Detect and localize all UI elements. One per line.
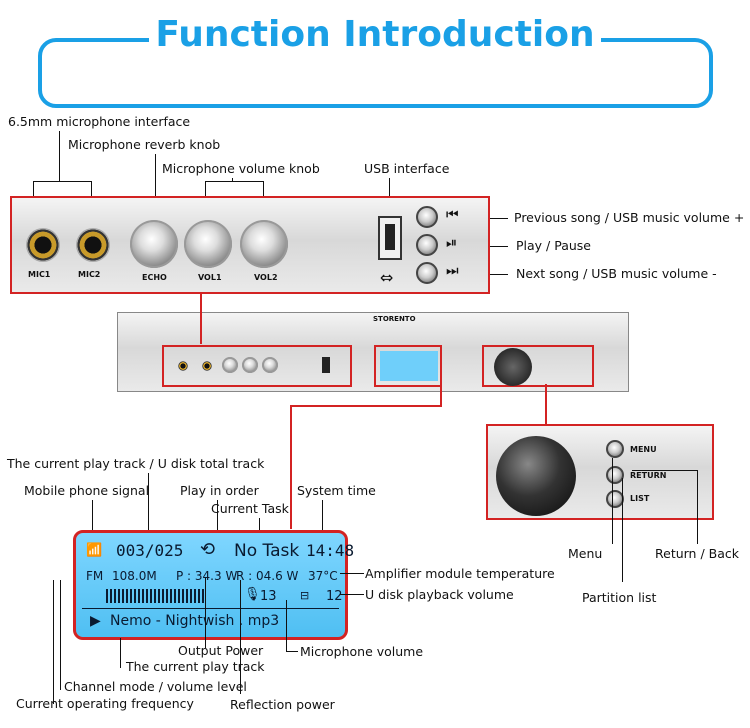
callout-current-task: Current Task: [211, 501, 289, 516]
callout-mic-volume: Microphone volume: [300, 644, 424, 659]
track-counter: 003/025: [116, 541, 184, 560]
callout-frequency: Current operating frequency: [16, 696, 194, 711]
callout-usb: USB interface: [364, 161, 450, 176]
callout-track-total: The current play track / U disk total tr…: [7, 456, 265, 471]
callout-reflection: Reflection power: [230, 697, 335, 712]
next-icon: ⏭: [446, 263, 459, 279]
amp-temperature: 37°C: [308, 569, 338, 583]
callout-reverb-knob: Microphone reverb knob: [68, 137, 221, 152]
callout-output-power: Output Power: [178, 643, 264, 658]
callout-channel-mode: Channel mode / volume level: [64, 679, 247, 694]
list-label: LIST: [630, 494, 650, 503]
current-task: No Task: [234, 541, 300, 561]
vol1-label: VOL1: [198, 273, 222, 282]
play-button[interactable]: [416, 234, 438, 256]
play-icon: ⏯: [446, 235, 458, 251]
volume-level-bars: [106, 589, 206, 603]
device-lcd-section: [374, 345, 442, 387]
prev-button[interactable]: [416, 206, 438, 228]
callout-usb-volume: U disk playback volume: [365, 587, 514, 602]
device-menu-section: [482, 345, 594, 387]
prev-icon: ⏮: [446, 207, 459, 223]
menu-label: MENU: [630, 445, 657, 454]
song-name: Nemo - Nightwish . mp3: [110, 613, 280, 629]
device-front: STORENTO: [117, 312, 629, 392]
usb-port[interactable]: [378, 216, 402, 260]
callout-signal: Mobile phone signal: [24, 483, 150, 498]
callout-amp-temp: Amplifier module temperature: [365, 566, 555, 581]
output-power: P : 34.3 W: [176, 569, 238, 583]
channel-mode: FM: [86, 569, 104, 583]
mic1-jack[interactable]: [26, 228, 60, 262]
main-knob[interactable]: [496, 436, 576, 516]
callout-volume-knob: Microphone volume knob: [162, 161, 320, 176]
return-button[interactable]: [606, 466, 624, 484]
callout-mic-interface: 6.5mm microphone interface: [8, 114, 191, 129]
vol2-label: VOL2: [254, 273, 278, 282]
callout-current-track: The current play track: [126, 659, 265, 674]
system-time: 14:48: [306, 541, 355, 560]
echo-knob[interactable]: [130, 220, 178, 268]
callout-menu: Menu: [568, 546, 603, 561]
vol2-knob[interactable]: [240, 220, 288, 268]
mic-volume: 13: [260, 589, 277, 604]
signal-icon: 📶: [86, 543, 103, 558]
frequency: 108.0M: [112, 569, 157, 583]
return-label: RETURN: [630, 471, 667, 480]
list-button[interactable]: [606, 490, 624, 508]
page-title: Function Introduction: [0, 14, 750, 55]
mic-icon: 🎙: [244, 587, 261, 602]
usb-icon: ⇔: [380, 268, 394, 287]
menu-panel-zoom: MENU RETURN LIST: [486, 424, 714, 520]
callout-system-time: System time: [297, 483, 376, 498]
mic2-label: MIC2: [78, 270, 101, 279]
menu-button[interactable]: [606, 440, 624, 458]
device-brand: STORENTO: [373, 315, 416, 323]
callout-next: Next song / USB music volume -: [516, 266, 717, 281]
front-panel-zoom: MIC1 MIC2 ECHO VOL1 VOL2 ⇔ ⏮ ⏯ ⏭: [10, 196, 490, 294]
repeat-icon: ⟲: [200, 539, 216, 560]
usb-disk-icon: ⊟: [300, 589, 310, 602]
callout-prev: Previous song / USB music volume +: [514, 210, 745, 225]
play-indicator-icon: ▶: [90, 613, 101, 629]
usb-volume: 12: [326, 589, 343, 604]
callout-return: Return / Back: [655, 546, 739, 561]
callout-list: Partition list: [582, 590, 657, 605]
callout-play: Play / Pause: [516, 238, 591, 253]
device-front-section: [162, 345, 352, 387]
mic1-label: MIC1: [28, 270, 51, 279]
vol1-knob[interactable]: [184, 220, 232, 268]
next-button[interactable]: [416, 262, 438, 284]
mic2-jack[interactable]: [76, 228, 110, 262]
callout-play-order: Play in order: [180, 483, 259, 498]
lcd-display: 📶 003/025 ⟲ No Task 14:48 FM 108.0M P : …: [73, 530, 354, 640]
reflection-power: R : 04.6 W: [236, 569, 299, 583]
echo-label: ECHO: [142, 273, 167, 282]
